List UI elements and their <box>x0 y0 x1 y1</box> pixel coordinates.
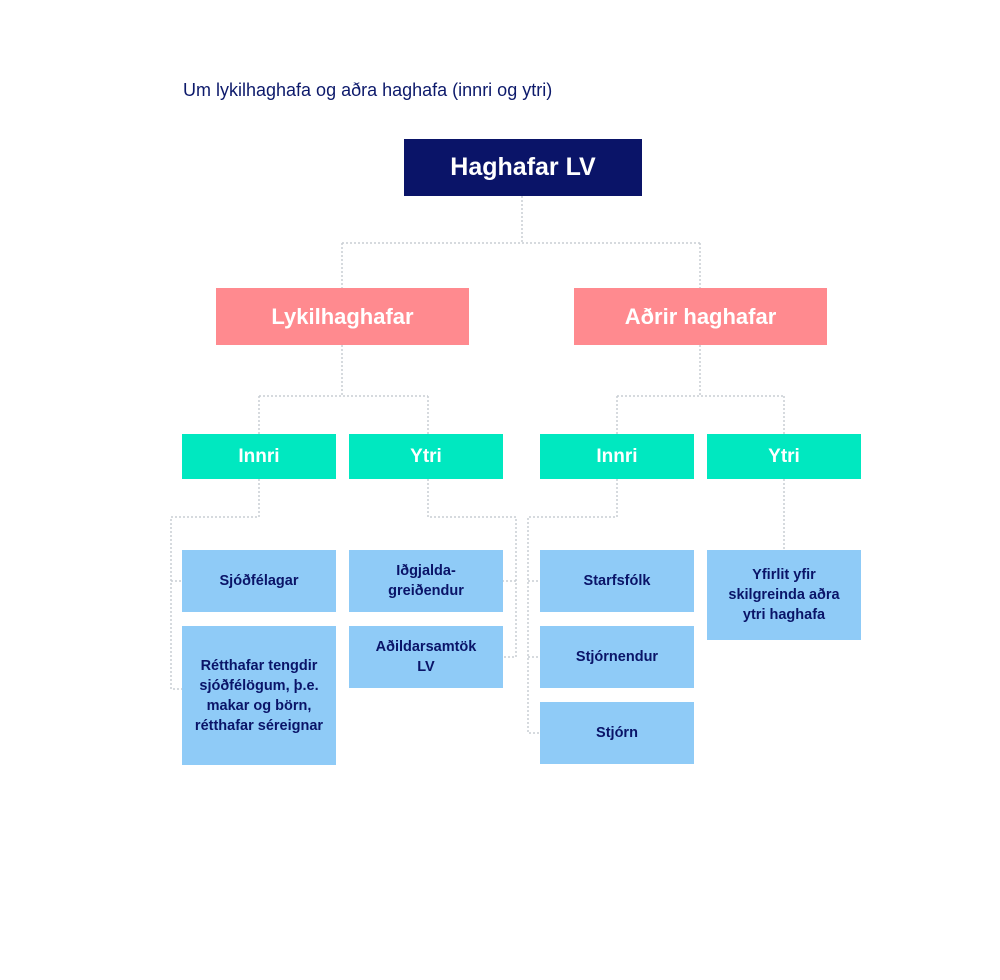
leaf-node: Starfsfólk <box>540 550 694 612</box>
key-inner-node: Innri <box>182 434 336 479</box>
leaf-node: Stjórn <box>540 702 694 764</box>
key-stakeholders-node: Lykilhaghafar <box>216 288 469 345</box>
other-inner-node: Innri <box>540 434 694 479</box>
other-stakeholders-node: Aðrir haghafar <box>574 288 827 345</box>
leaf-node: Yfirlit yfir skilgreinda aðra ytri hagha… <box>707 550 861 640</box>
leaf-node: Iðgjalda-greiðendur <box>349 550 503 612</box>
other-outer-node: Ytri <box>707 434 861 479</box>
leaf-node: Sjóðfélagar <box>182 550 336 612</box>
key-outer-node: Ytri <box>349 434 503 479</box>
leaf-node: Rétthafar tengdir sjóðfélögum, þ.e. maka… <box>182 626 336 765</box>
diagram-title: Um lykilhaghafa og aðra haghafa (innri o… <box>183 80 553 100</box>
root-node: Haghafar LV <box>404 139 642 196</box>
leaf-node: Aðildarsamtök LV <box>349 626 503 688</box>
leaf-node: Stjórnendur <box>540 626 694 688</box>
